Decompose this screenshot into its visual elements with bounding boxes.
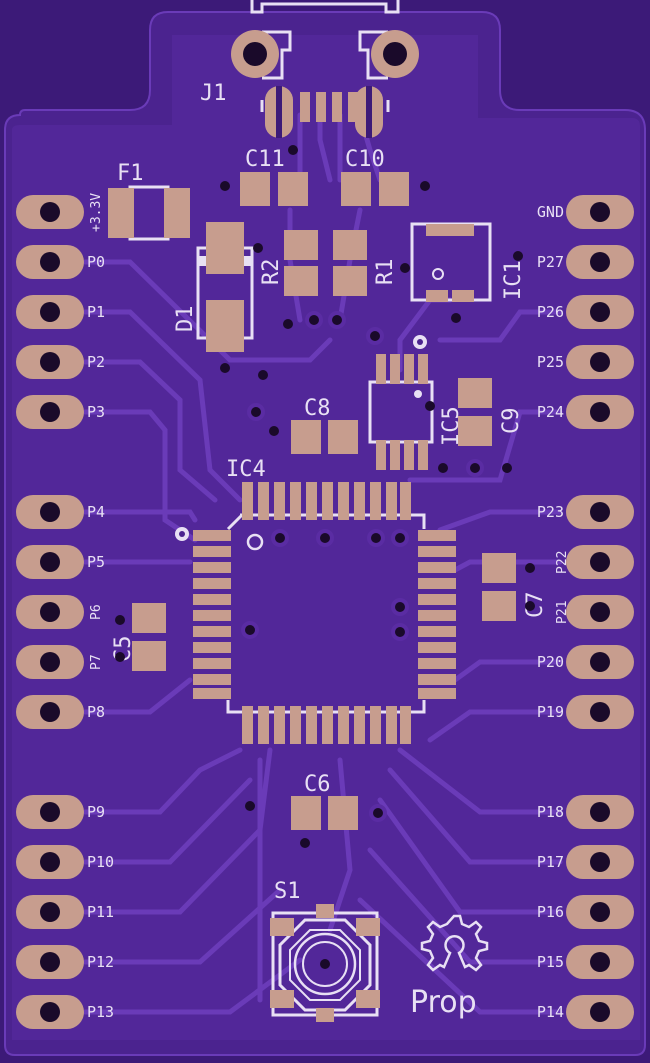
- left-header-drill: [40, 852, 60, 872]
- left-pin-label: P8: [87, 703, 105, 721]
- left-header-drill: [40, 602, 60, 622]
- left-header-drill: [40, 352, 60, 372]
- right-header-drill: [590, 952, 610, 972]
- left-pin-label: P3: [87, 403, 105, 421]
- ic-ic5: IC5: [368, 335, 464, 470]
- ref-c10: C10: [345, 147, 385, 172]
- ref-c8: C8: [304, 396, 331, 421]
- right-header-drill: [590, 202, 610, 222]
- left-header-drill: [40, 502, 60, 522]
- right-pin-label: P26: [537, 303, 564, 321]
- right-pin-label: P14: [537, 1003, 564, 1021]
- left-pin-label: P5: [87, 553, 105, 571]
- ref-c11: C11: [245, 147, 285, 172]
- left-pin-label: P9: [87, 803, 105, 821]
- right-pin-label: P25: [537, 353, 564, 371]
- right-pin-label: P19: [537, 703, 564, 721]
- ref-ic4: IC4: [226, 457, 266, 482]
- resistor-r2: R2: [259, 230, 318, 296]
- capacitor-c11: C11: [240, 147, 308, 206]
- capacitor-c9: C9: [458, 378, 524, 446]
- capacitor-c5: C5: [111, 603, 166, 671]
- left-header-drill: [40, 302, 60, 322]
- logo-text: Prop: [410, 985, 477, 1020]
- left-pin-label: P13: [87, 1003, 114, 1021]
- right-header-drill: [590, 652, 610, 672]
- left-pin-label: +3.3V: [89, 193, 104, 232]
- left-pin-label: P1: [87, 303, 105, 321]
- fuse-f1: F1: [108, 161, 190, 241]
- right-header-drill: [590, 1002, 610, 1022]
- right-pin-label: P18: [537, 803, 564, 821]
- left-header-drill: [40, 402, 60, 422]
- left-header-drill: [40, 1002, 60, 1022]
- right-header-drill: [590, 502, 610, 522]
- ref-d1: D1: [173, 306, 198, 333]
- right-pin-header: GND P27P26P25P24P23P22P21P20P19P18P17P16P…: [537, 195, 634, 1029]
- right-pin-label: P21: [555, 601, 570, 624]
- vias: [115, 145, 535, 848]
- right-pin-label: P20: [537, 653, 564, 671]
- ref-f1: F1: [117, 161, 144, 186]
- left-header-drill: [40, 902, 60, 922]
- ref-s1: S1: [274, 879, 301, 904]
- left-pin-label: P11: [87, 903, 114, 921]
- left-header-drill: [40, 552, 60, 572]
- ref-c6: C6: [304, 772, 331, 797]
- left-header-drill: [40, 202, 60, 222]
- ref-r1: R1: [373, 259, 398, 286]
- switch-s1: S1: [270, 879, 380, 1022]
- right-header-drill: [590, 852, 610, 872]
- right-header-drill: [590, 302, 610, 322]
- right-pin-label: P27: [537, 253, 564, 271]
- right-header-drill: [590, 352, 610, 372]
- right-pin-label: P23: [537, 503, 564, 521]
- left-pin-label: P12: [87, 953, 114, 971]
- ic-ic1: IC1: [410, 222, 526, 302]
- right-header-drill: [590, 702, 610, 722]
- usb-connector-j1: J1: [200, 0, 419, 138]
- right-pin-label: P22: [555, 551, 570, 574]
- left-header-drill: [40, 652, 60, 672]
- ic-ic4: IC4: [175, 457, 456, 744]
- left-header-drill: [40, 252, 60, 272]
- right-pin-label: P16: [537, 903, 564, 921]
- left-pin-label: P7: [89, 654, 104, 670]
- right-header-drill: [590, 902, 610, 922]
- resistor-r1: R1: [333, 230, 398, 296]
- capacitor-c8: C8: [291, 396, 358, 454]
- right-header-drill: [590, 252, 610, 272]
- right-header-drill: [590, 602, 610, 622]
- left-header-drill: [40, 702, 60, 722]
- ref-j1: J1: [200, 81, 227, 106]
- ref-ic1: IC1: [501, 260, 526, 300]
- open-hardware-logo-icon: [420, 914, 489, 972]
- right-header-drill: [590, 552, 610, 572]
- capacitor-c6: C6: [291, 772, 358, 830]
- left-pin-label: P2: [87, 353, 105, 371]
- right-header-drill: [590, 802, 610, 822]
- right-pin-label: P24: [537, 403, 564, 421]
- ref-c9: C9: [499, 408, 524, 435]
- ref-r2: R2: [259, 259, 284, 286]
- right-header-drill: [590, 402, 610, 422]
- traces: [82, 112, 563, 1015]
- capacitor-c10: C10: [341, 147, 409, 206]
- left-pin-label: P10: [87, 853, 114, 871]
- left-pin-label: P6: [89, 604, 104, 620]
- left-pin-label: P0: [87, 253, 105, 271]
- left-pin-label: P4: [87, 503, 105, 521]
- right-pin-label: GND: [537, 203, 564, 221]
- right-pin-label: P17: [537, 853, 564, 871]
- diode-d1: D1: [173, 222, 254, 352]
- left-header-drill: [40, 952, 60, 972]
- right-pin-label: P15: [537, 953, 564, 971]
- left-header-drill: [40, 802, 60, 822]
